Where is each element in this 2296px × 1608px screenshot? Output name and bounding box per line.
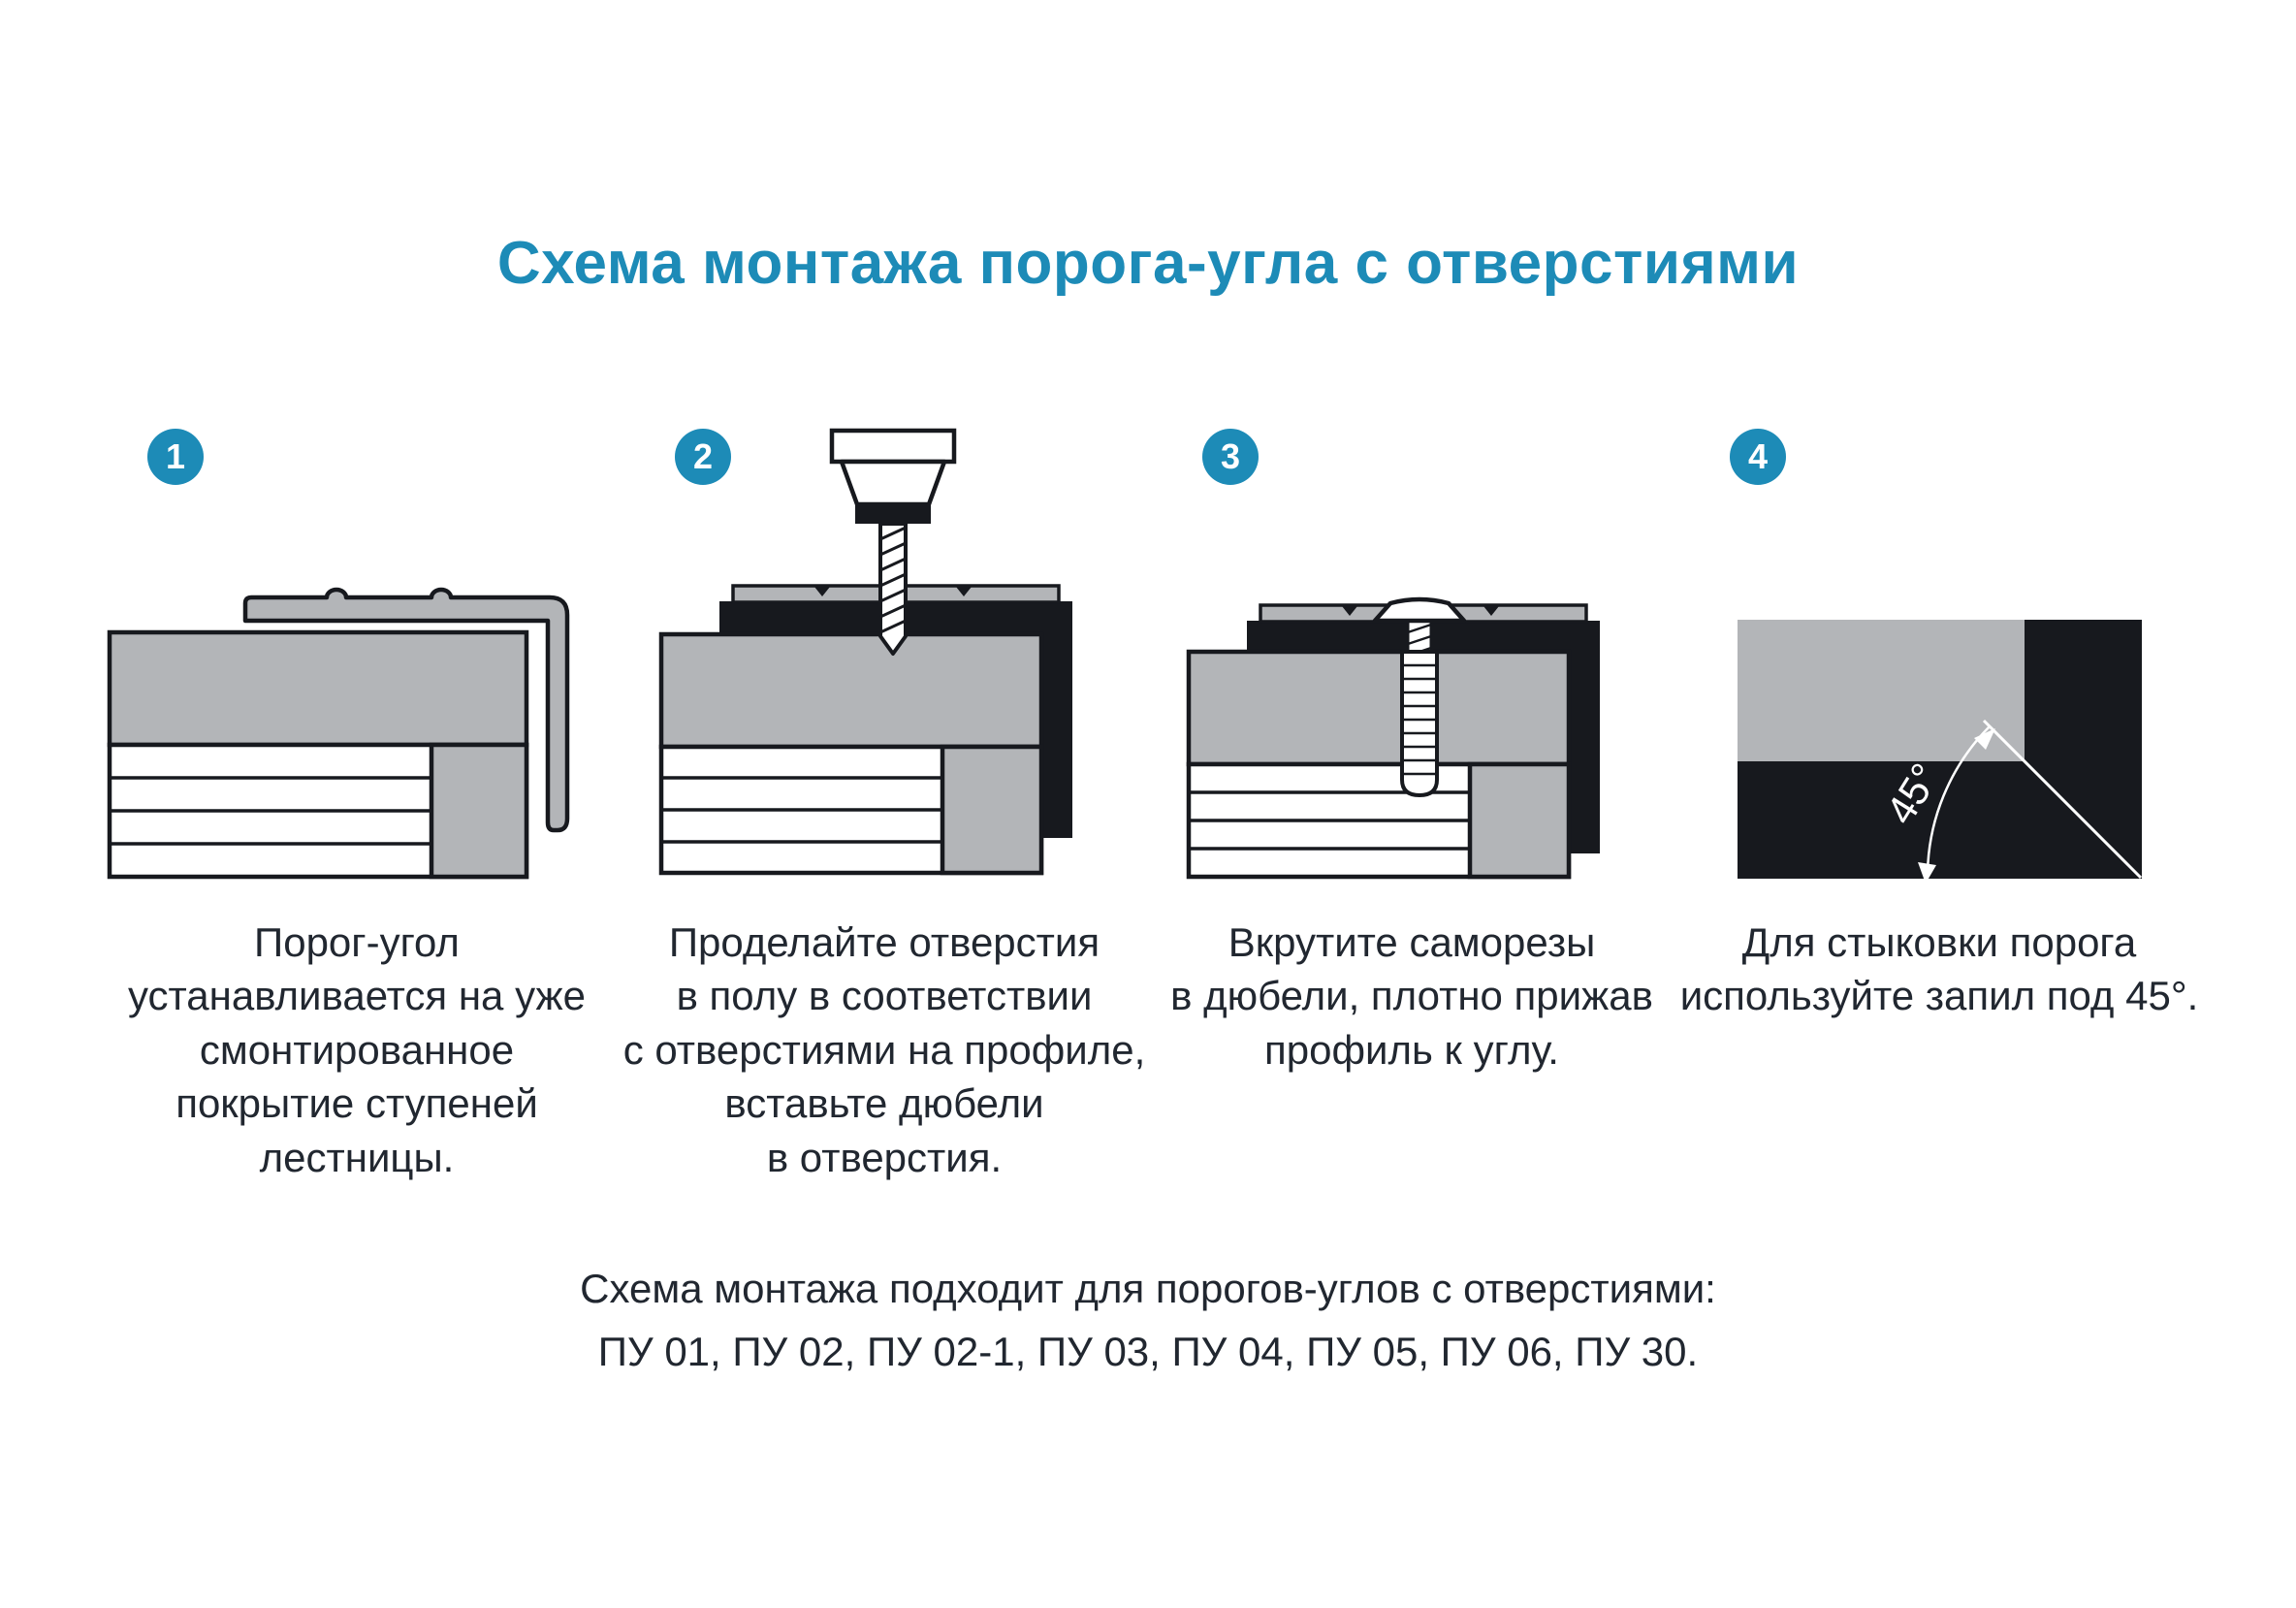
step-3-number: 3 bbox=[1220, 436, 1241, 476]
arrowhead-top bbox=[1973, 728, 1995, 750]
step-4-caption: Для стыковки порога используйте запил по… bbox=[1679, 919, 2199, 1019]
angle-profile-shape bbox=[242, 587, 570, 833]
step-2-caption: Проделайте отверстия в полу в соответств… bbox=[622, 919, 1146, 1180]
tread-covering bbox=[107, 629, 529, 748]
screw-into-dowel-icon bbox=[1186, 596, 1600, 880]
step-2-illustration bbox=[621, 415, 1148, 883]
step-2-number: 2 bbox=[692, 436, 714, 476]
stair-angle-profile-icon bbox=[107, 587, 570, 880]
corner-edge bbox=[1041, 601, 1072, 838]
step-1: 1 Порог-угол устанавливается на уже смон… bbox=[93, 415, 621, 1184]
arrowhead-bottom bbox=[1917, 862, 1936, 883]
drill-into-floor-icon bbox=[658, 428, 1072, 876]
tread-covering bbox=[1186, 649, 1572, 767]
step-1-illustration bbox=[93, 415, 621, 883]
step-2-number-badge: 2 bbox=[675, 429, 731, 485]
steps-row: 1 Порог-угол устанавливается на уже смон… bbox=[93, 415, 2203, 1184]
page-title: Схема монтажа порога-угла с отверстиями bbox=[496, 230, 1800, 297]
step-4-number: 4 bbox=[1747, 436, 1769, 476]
stair-edge-block bbox=[1467, 761, 1572, 880]
profile-hole bbox=[1342, 606, 1357, 616]
step-1-number: 1 bbox=[165, 436, 186, 476]
miter-cut-line bbox=[1982, 719, 2142, 880]
corner-edge bbox=[1569, 621, 1600, 853]
profile-hole bbox=[814, 587, 830, 596]
miter-cut-icon: 45° bbox=[1737, 620, 2142, 883]
step-4: 4 45° Для стыковки порога используйте за… bbox=[1675, 415, 2203, 1184]
step-2: 2 bbox=[621, 415, 1148, 1184]
drill-bit bbox=[878, 522, 908, 656]
profile-hole bbox=[956, 587, 972, 596]
step-4-illustration: 45° bbox=[1675, 415, 2203, 883]
step-3: 3 bbox=[1148, 415, 1675, 1184]
footer-line-2: ПУ 01, ПУ 02, ПУ 02-1, ПУ 03, ПУ 04, ПУ … bbox=[597, 1329, 1699, 1375]
step-1-number-badge: 1 bbox=[147, 429, 204, 485]
stair-edge-block bbox=[429, 742, 529, 880]
step-3-caption: Вкрутите саморезы в дюбели, плотно прижа… bbox=[1170, 919, 1653, 1073]
step-4-number-badge: 4 bbox=[1730, 429, 1786, 485]
step-3-illustration bbox=[1148, 415, 1675, 883]
step-3-number-badge: 3 bbox=[1202, 429, 1259, 485]
footer-line-1: Схема монтажа подходит для порогов-углов… bbox=[580, 1266, 1716, 1311]
angle-dimension-arc bbox=[1926, 725, 1991, 879]
footer-note: Схема монтажа подходит для порогов-углов… bbox=[0, 1257, 2296, 1383]
screw-head-icon bbox=[1372, 596, 1467, 624]
tread-covering bbox=[658, 631, 1044, 750]
drill-icon bbox=[829, 428, 957, 656]
dowel-icon bbox=[1400, 650, 1439, 797]
stair-edge-block bbox=[940, 744, 1044, 876]
profile-hole bbox=[1483, 606, 1499, 616]
step-1-caption: Порог-угол устанавливается на уже смонти… bbox=[127, 919, 586, 1180]
